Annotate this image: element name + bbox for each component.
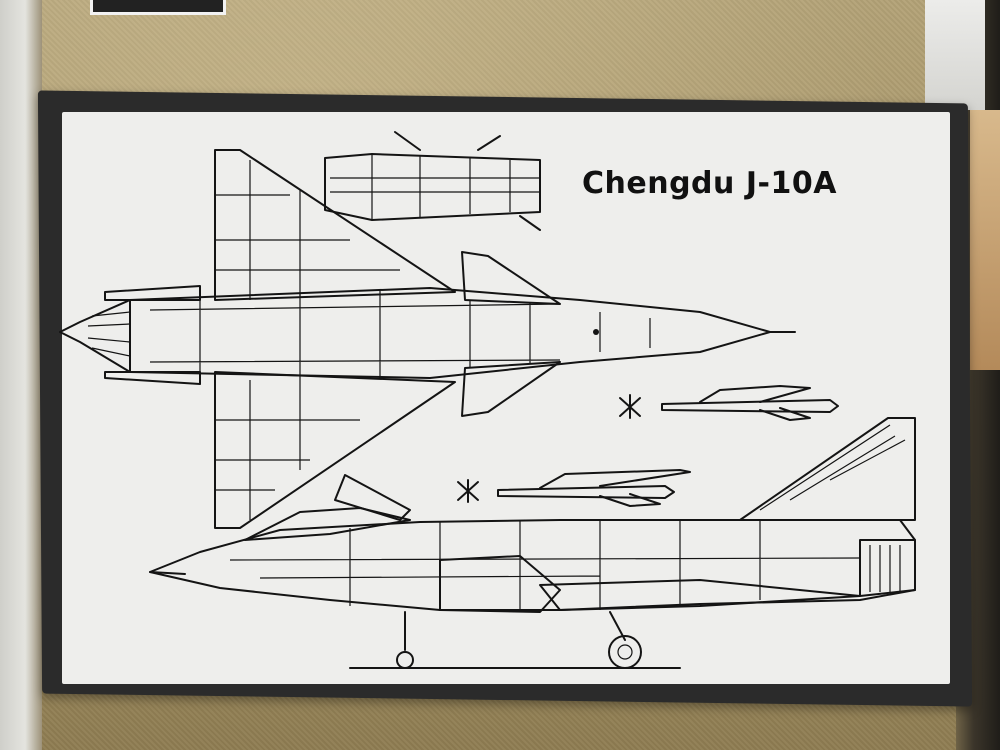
plaque-plate xyxy=(62,112,950,684)
printer-part xyxy=(925,0,985,110)
side-view-aircraft xyxy=(149,417,916,669)
missile-top-2 xyxy=(457,469,691,507)
top-view-aircraft xyxy=(59,149,796,529)
belly-view xyxy=(324,131,541,231)
printer-wall-left xyxy=(0,0,42,750)
missile-top-1 xyxy=(619,385,839,421)
background-object xyxy=(970,110,1000,370)
printer-label xyxy=(90,0,226,15)
plaque-title: Chengdu J-10A xyxy=(582,166,837,201)
